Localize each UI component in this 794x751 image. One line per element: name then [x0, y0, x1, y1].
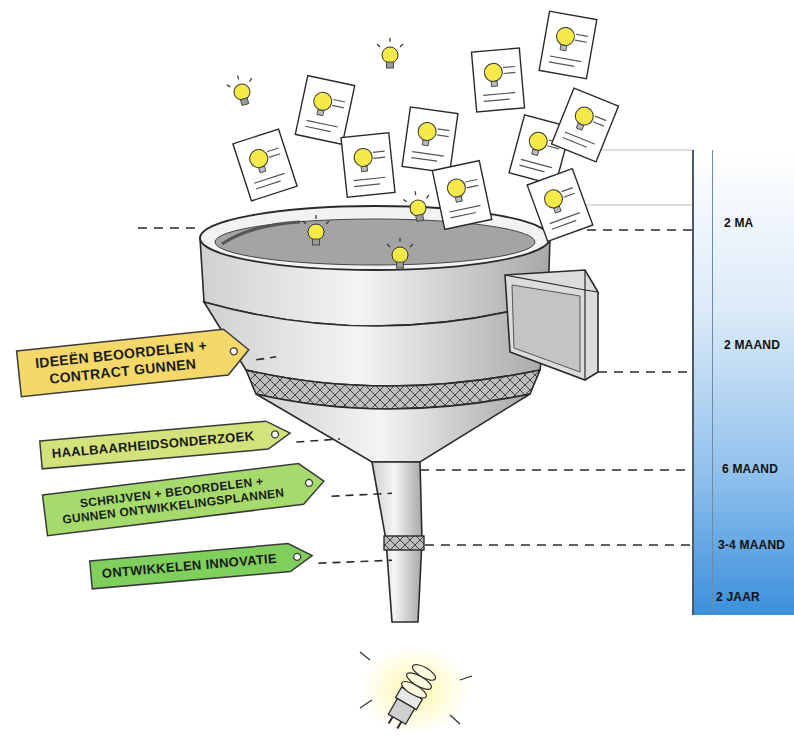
stage-tag: ONTWIKKELEN INNOVATIE — [89, 541, 315, 590]
duration-label: 2 MA — [724, 216, 753, 230]
tag-hole — [293, 553, 301, 561]
duration-label: 3-4 MAAND — [718, 538, 785, 552]
bar-edge — [712, 150, 713, 615]
duration-label: 6 MAAND — [722, 462, 778, 476]
tag-hole — [305, 479, 313, 487]
tag-outline — [42, 461, 326, 536]
leader-line — [296, 439, 340, 442]
tag-hole — [230, 347, 238, 355]
tag-outline — [17, 327, 252, 397]
leader-line — [256, 357, 276, 360]
stage-tag: HAALBAARHEIDSONDERZOEK — [39, 418, 293, 470]
leader-line — [332, 493, 392, 496]
tag-outline — [40, 419, 291, 469]
duration-label: 2 MAAND — [724, 338, 780, 352]
tag-outline — [90, 542, 314, 589]
stage-tag: IDEEËN BEOORDELEN + CONTRACT GUNNEN — [15, 326, 252, 398]
tag-hole — [271, 431, 279, 439]
stage-tag: SCHRIJVEN + BEOORDELEN + GUNNEN ONTWIKKE… — [41, 460, 327, 537]
leader-line — [318, 560, 392, 563]
timeline-bar: 2 MA 2 MAAND 6 MAAND 3-4 MAAND 2 JAAR — [692, 150, 794, 615]
duration-label: 2 JAAR — [716, 590, 760, 604]
